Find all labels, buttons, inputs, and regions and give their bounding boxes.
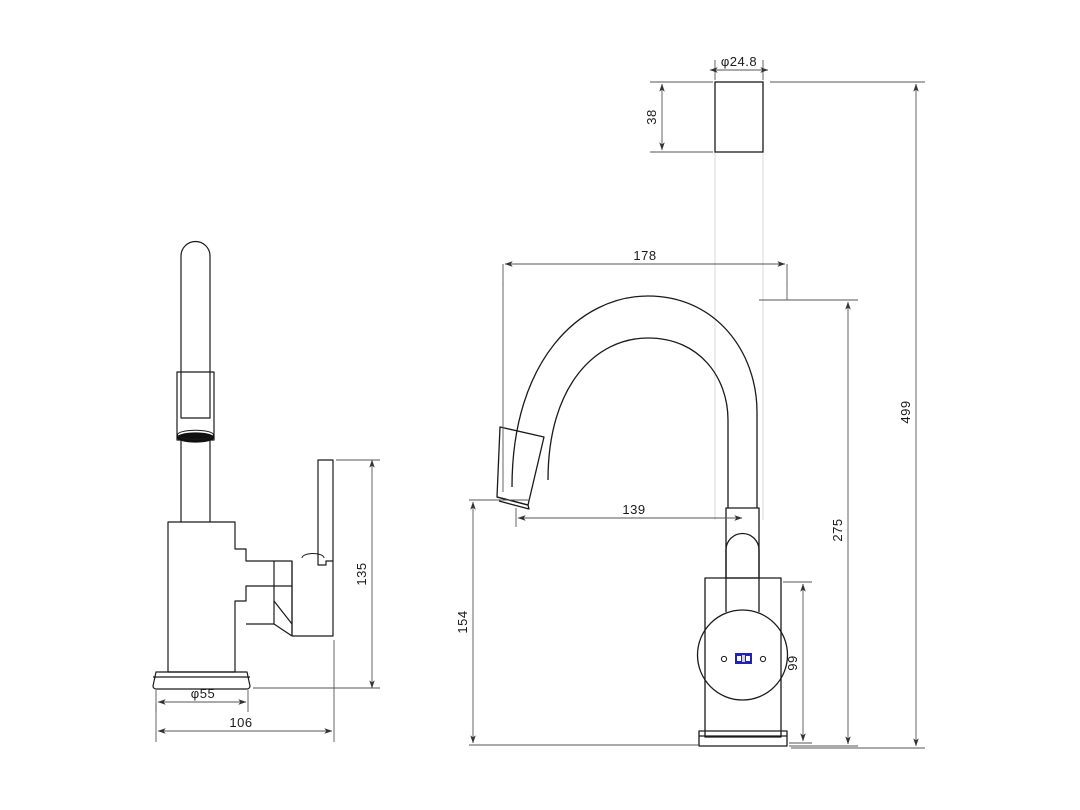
front-view-dimension-labels: 178 139 154 99 275 499 — [455, 248, 913, 671]
dim-spout-center-reach: 139 — [622, 502, 645, 517]
side-view-dimension-labels: 135 φ55 106 — [191, 562, 369, 730]
left-port-icon — [720, 655, 728, 663]
dim-spout-height-275: 275 — [830, 518, 845, 541]
dim-body-height-99: 99 — [785, 655, 800, 670]
outlet-detail-dimensions — [650, 60, 769, 153]
dim-outlet-diameter: φ24.8 — [721, 54, 757, 69]
outlet-detail-labels: φ24.8 38 — [644, 54, 757, 125]
front-view-markers — [720, 653, 767, 664]
side-view-geometry — [152, 240, 334, 690]
front-view-dimensions — [469, 81, 925, 749]
construction-lines — [714, 152, 764, 520]
right-port-icon — [759, 655, 767, 663]
dim-handle-height: 135 — [354, 562, 369, 585]
dim-overall-width: 106 — [229, 715, 252, 730]
front-view-geometry — [496, 295, 789, 747]
dim-outlet-height: 38 — [644, 109, 659, 124]
side-view-dimensions — [155, 459, 380, 742]
selection-highlight-badge[interactable] — [735, 653, 752, 664]
dim-base-diameter: φ55 — [191, 686, 215, 701]
dim-spout-reach: 178 — [633, 248, 656, 263]
dim-overall-height-499: 499 — [898, 400, 913, 423]
outlet-detail-geometry — [714, 81, 764, 153]
dim-outlet-height-154: 154 — [455, 610, 470, 633]
